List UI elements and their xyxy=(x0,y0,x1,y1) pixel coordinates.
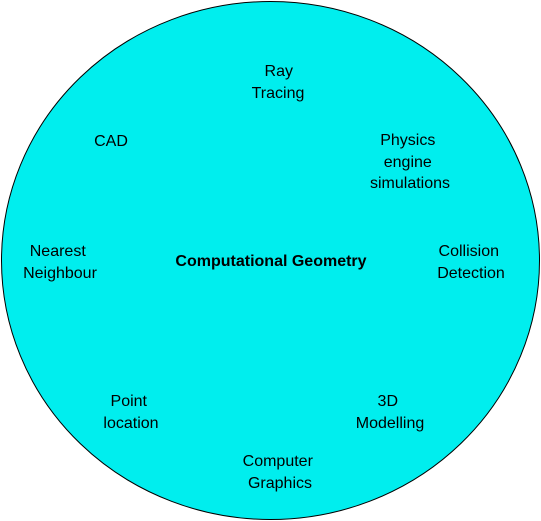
topic-3d-modelling: 3D Modelling xyxy=(356,393,424,432)
topic-nearest-neighbour: Nearest Neighbour xyxy=(23,243,98,282)
topic-point-location: Point location xyxy=(103,393,158,432)
topic-cad: CAD xyxy=(94,133,128,150)
center-label: Computational Geometry xyxy=(175,253,366,270)
topic-physics-engine-simulations: Physics engine simulations xyxy=(370,132,450,192)
topic-computer-graphics: Computer Graphics xyxy=(243,453,318,492)
topic-ray-tracing: Ray Tracing xyxy=(252,63,305,102)
topic-collision-detection: Collision Detection xyxy=(437,243,505,282)
